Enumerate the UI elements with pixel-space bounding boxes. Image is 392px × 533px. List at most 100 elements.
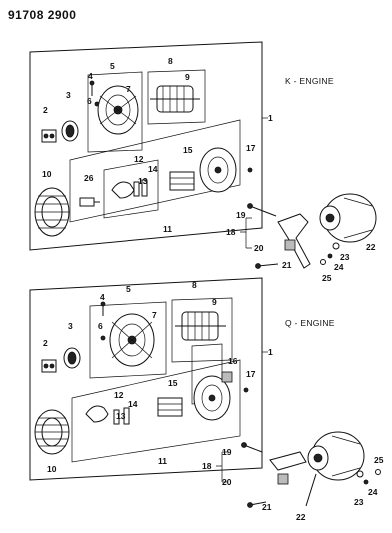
q-callout-23: 23 <box>354 497 364 507</box>
k-part-22-alternator-shaft <box>325 213 335 223</box>
k-callout-18: 18 <box>226 227 236 237</box>
k-part-20-nut <box>284 239 296 251</box>
q-part-21-bolt-head <box>247 502 253 508</box>
k-part-12-brush <box>111 181 135 199</box>
k-part-25 <box>320 259 326 265</box>
k-callout-6: 6 <box>87 96 92 106</box>
q-part-12-brush <box>85 405 109 423</box>
k-part-26 <box>79 197 95 207</box>
k-callout-20: 20 <box>254 243 264 253</box>
q-callout-8: 8 <box>192 280 197 290</box>
k-part-3-pulley-center <box>65 124 75 138</box>
q-rear-housing-frame <box>89 301 167 379</box>
k-part-23 <box>332 242 340 250</box>
k-callout-8: 8 <box>168 56 173 66</box>
q-part-19-bolt-head <box>241 442 247 448</box>
k-part-17 <box>247 167 253 173</box>
q-part-19-bolt <box>243 444 263 453</box>
k-part-15-regulator <box>169 171 195 191</box>
q-part-7-rib-b <box>111 321 153 359</box>
k-engine-label: K - ENGINE <box>285 76 334 86</box>
k-part-14 <box>141 179 148 197</box>
q-callout-18: 18 <box>202 461 212 471</box>
q-callout-11: 11 <box>158 456 167 466</box>
k-callout-5: 5 <box>110 61 115 71</box>
q-part-2-hole-b <box>49 363 55 369</box>
q-callout-17: 17 <box>246 369 256 379</box>
k-part-21-bolt-head <box>255 263 261 269</box>
k-part-22-alternator-lines <box>343 197 373 239</box>
k-part-19-bolt-head <box>247 203 253 209</box>
q-front-housing-bearing <box>208 394 216 402</box>
q-callout-13: 13 <box>116 411 126 421</box>
q-part-3-pulley-center <box>67 351 77 365</box>
k-part-24 <box>327 253 333 259</box>
k-part-21-bolt <box>257 263 279 267</box>
q-callout-21: 21 <box>262 502 272 512</box>
k-rotor-frame <box>147 69 206 125</box>
q-front-housing-inner <box>201 384 223 412</box>
q-part-23 <box>356 470 364 478</box>
q-callout-18-brace <box>216 451 228 483</box>
k-part-7-housing-inner <box>105 94 131 126</box>
k-brush-frame <box>103 159 159 219</box>
q-callout-9: 9 <box>212 297 217 307</box>
q-callout-5: 5 <box>126 284 131 294</box>
k-lower-frame <box>69 119 241 223</box>
q-part-2-plate <box>41 359 57 373</box>
q-part-2-hole-a <box>43 363 49 369</box>
k-callout-13: 13 <box>138 176 148 186</box>
k-part-10-windings <box>35 195 69 229</box>
q-part-18-bracket <box>269 451 307 471</box>
q-part-22-bolt <box>305 473 317 507</box>
q-callout-3: 3 <box>68 321 73 331</box>
k-callout-2: 2 <box>43 105 48 115</box>
q-part-13 <box>113 409 120 425</box>
q-callout-6: 6 <box>98 321 103 331</box>
k-front-housing-bearing <box>214 166 222 174</box>
k-callout-22: 22 <box>366 242 376 252</box>
q-part-24 <box>363 479 369 485</box>
q-engine-assembly: 1 2 3 4 5 6 7 8 9 10 11 12 13 14 15 16 1… <box>29 277 384 522</box>
k-callout-9: 9 <box>185 72 190 82</box>
q-engine-label: Q - ENGINE <box>285 318 335 328</box>
q-callout-16: 16 <box>228 356 238 366</box>
q-lower-frame <box>71 359 241 463</box>
k-callout-12: 12 <box>134 154 144 164</box>
q-part-25 <box>375 469 381 475</box>
q-part-4-bolt-head <box>100 301 106 307</box>
q-part-6-bolt <box>100 335 106 341</box>
q-callout-4: 4 <box>100 292 105 302</box>
k-callout-1: 1 <box>268 113 273 123</box>
k-callout-3: 3 <box>66 90 71 100</box>
q-part-15-regulator <box>157 397 183 417</box>
k-callout-21: 21 <box>282 260 292 270</box>
q-callout-10: 10 <box>47 464 57 474</box>
q-callout-24: 24 <box>368 487 378 497</box>
k-callout-11: 11 <box>163 224 172 234</box>
q-part-17 <box>243 387 249 393</box>
q-part-7-housing-inner <box>118 323 146 357</box>
k-outer-frame <box>29 41 263 251</box>
q-part-20-nut <box>277 473 289 485</box>
k-callout-25: 25 <box>322 273 332 283</box>
k-part-2-hole-b <box>49 133 55 139</box>
q-rotor-frame <box>171 297 233 363</box>
k-part-2-plate <box>41 129 57 143</box>
k-part-13 <box>133 181 140 197</box>
k-part-19-bolt <box>249 205 277 217</box>
k-callout-17: 17 <box>246 143 256 153</box>
q-callout-7: 7 <box>152 310 157 320</box>
q-callout-2: 2 <box>43 338 48 348</box>
q-callout-15: 15 <box>168 378 178 388</box>
k-callout-15: 15 <box>183 145 193 155</box>
k-callout-19: 19 <box>236 210 246 220</box>
q-callout-14: 14 <box>128 399 138 409</box>
q-part-22-alternator-lines <box>331 435 361 477</box>
q-callout-1: 1 <box>268 347 273 357</box>
diagram-code: 91708 2900 <box>8 8 77 22</box>
k-callout-10: 10 <box>42 169 52 179</box>
k-part-4-bolt-head <box>89 80 95 86</box>
